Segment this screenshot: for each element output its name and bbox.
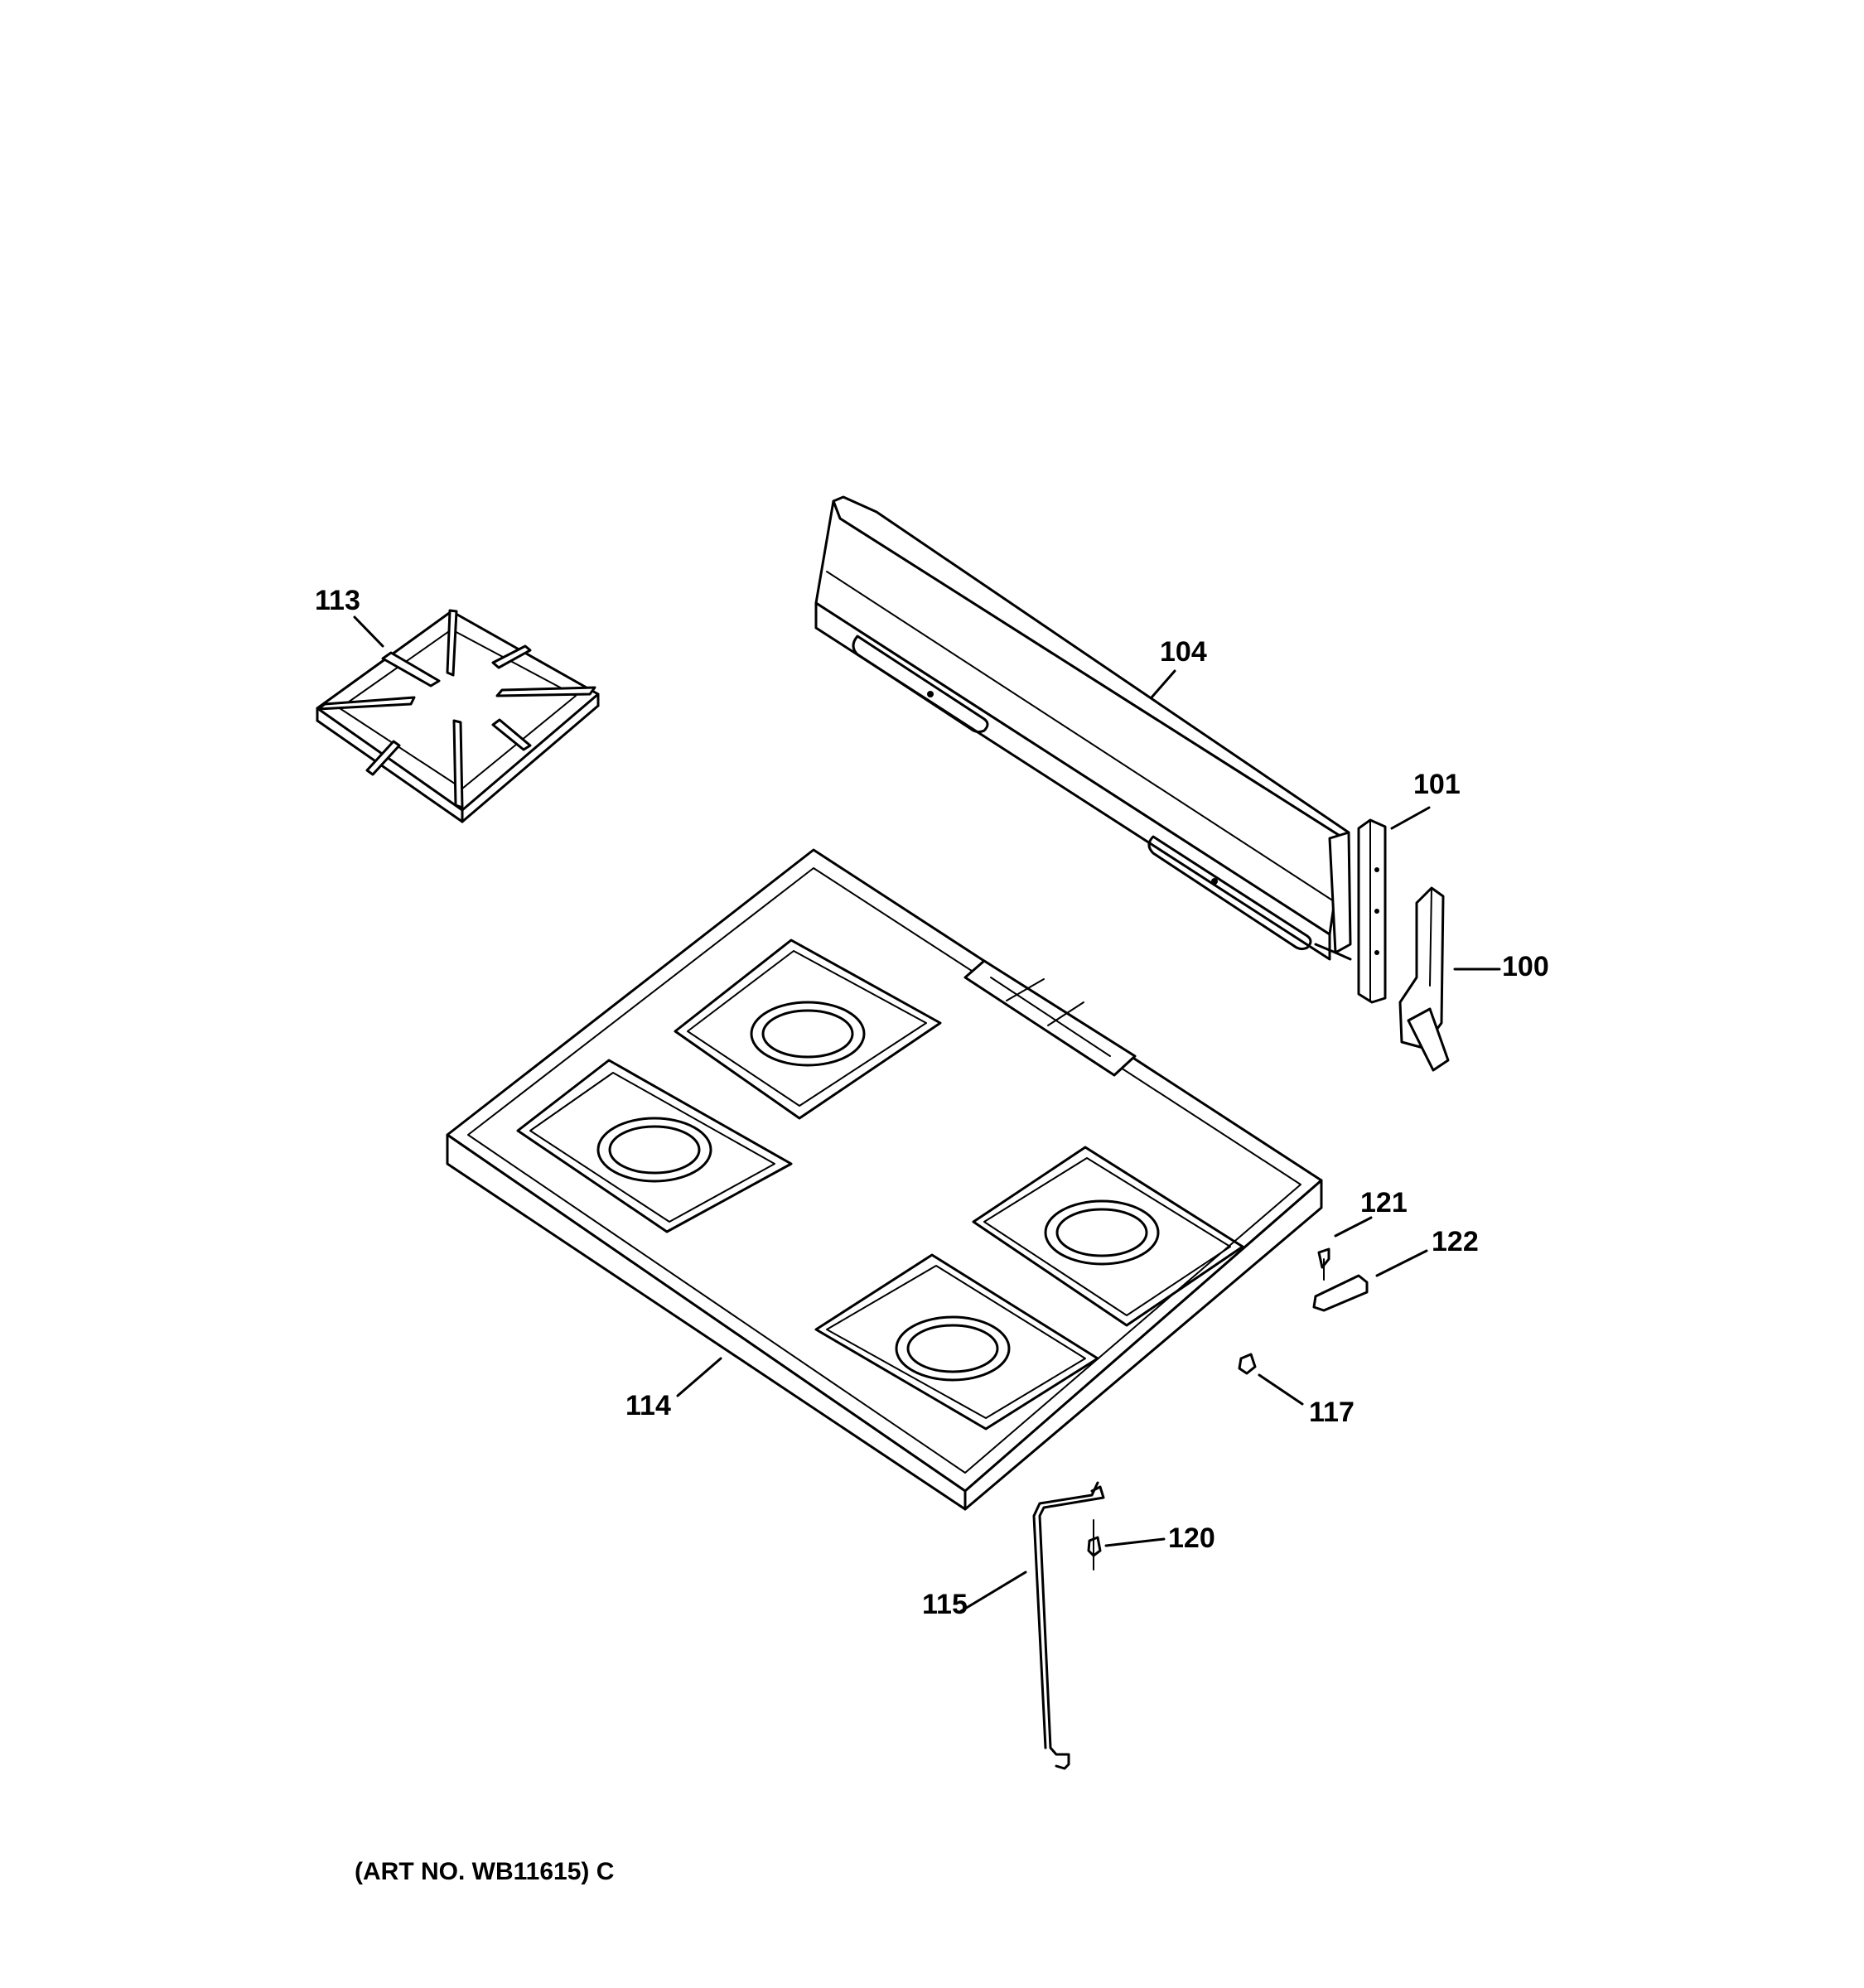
callout-122: 122 <box>1432 1226 1479 1257</box>
burner-grate-113 <box>316 609 600 823</box>
callout-104: 104 <box>1160 636 1207 668</box>
callout-114: 114 <box>625 1390 671 1421</box>
leader-114 <box>676 1357 722 1397</box>
screw-121 <box>1317 1216 1373 1281</box>
callout-117: 117 <box>1309 1397 1355 1428</box>
callout-120: 120 <box>1168 1522 1215 1554</box>
nut-117 <box>1238 1353 1304 1406</box>
leader-113 <box>353 615 384 648</box>
end-cap-100 <box>1398 886 1501 1072</box>
art-number: (ART NO. WB11615) C <box>355 1858 615 1885</box>
bracket-122 <box>1312 1249 1428 1312</box>
cooktop-114 <box>446 848 1323 1511</box>
screw-120 <box>1087 1519 1166 1571</box>
callout-121: 121 <box>1360 1187 1408 1218</box>
end-strip-101 <box>1357 806 1431 1004</box>
leader-104 <box>1150 669 1176 699</box>
callout-113: 113 <box>315 585 360 616</box>
callout-101: 101 <box>1413 769 1461 800</box>
backsplash-104 <box>814 495 1352 961</box>
callout-100: 100 <box>1502 951 1549 982</box>
callout-115: 115 <box>922 1589 968 1620</box>
support-rod-115 <box>959 1481 1105 1770</box>
